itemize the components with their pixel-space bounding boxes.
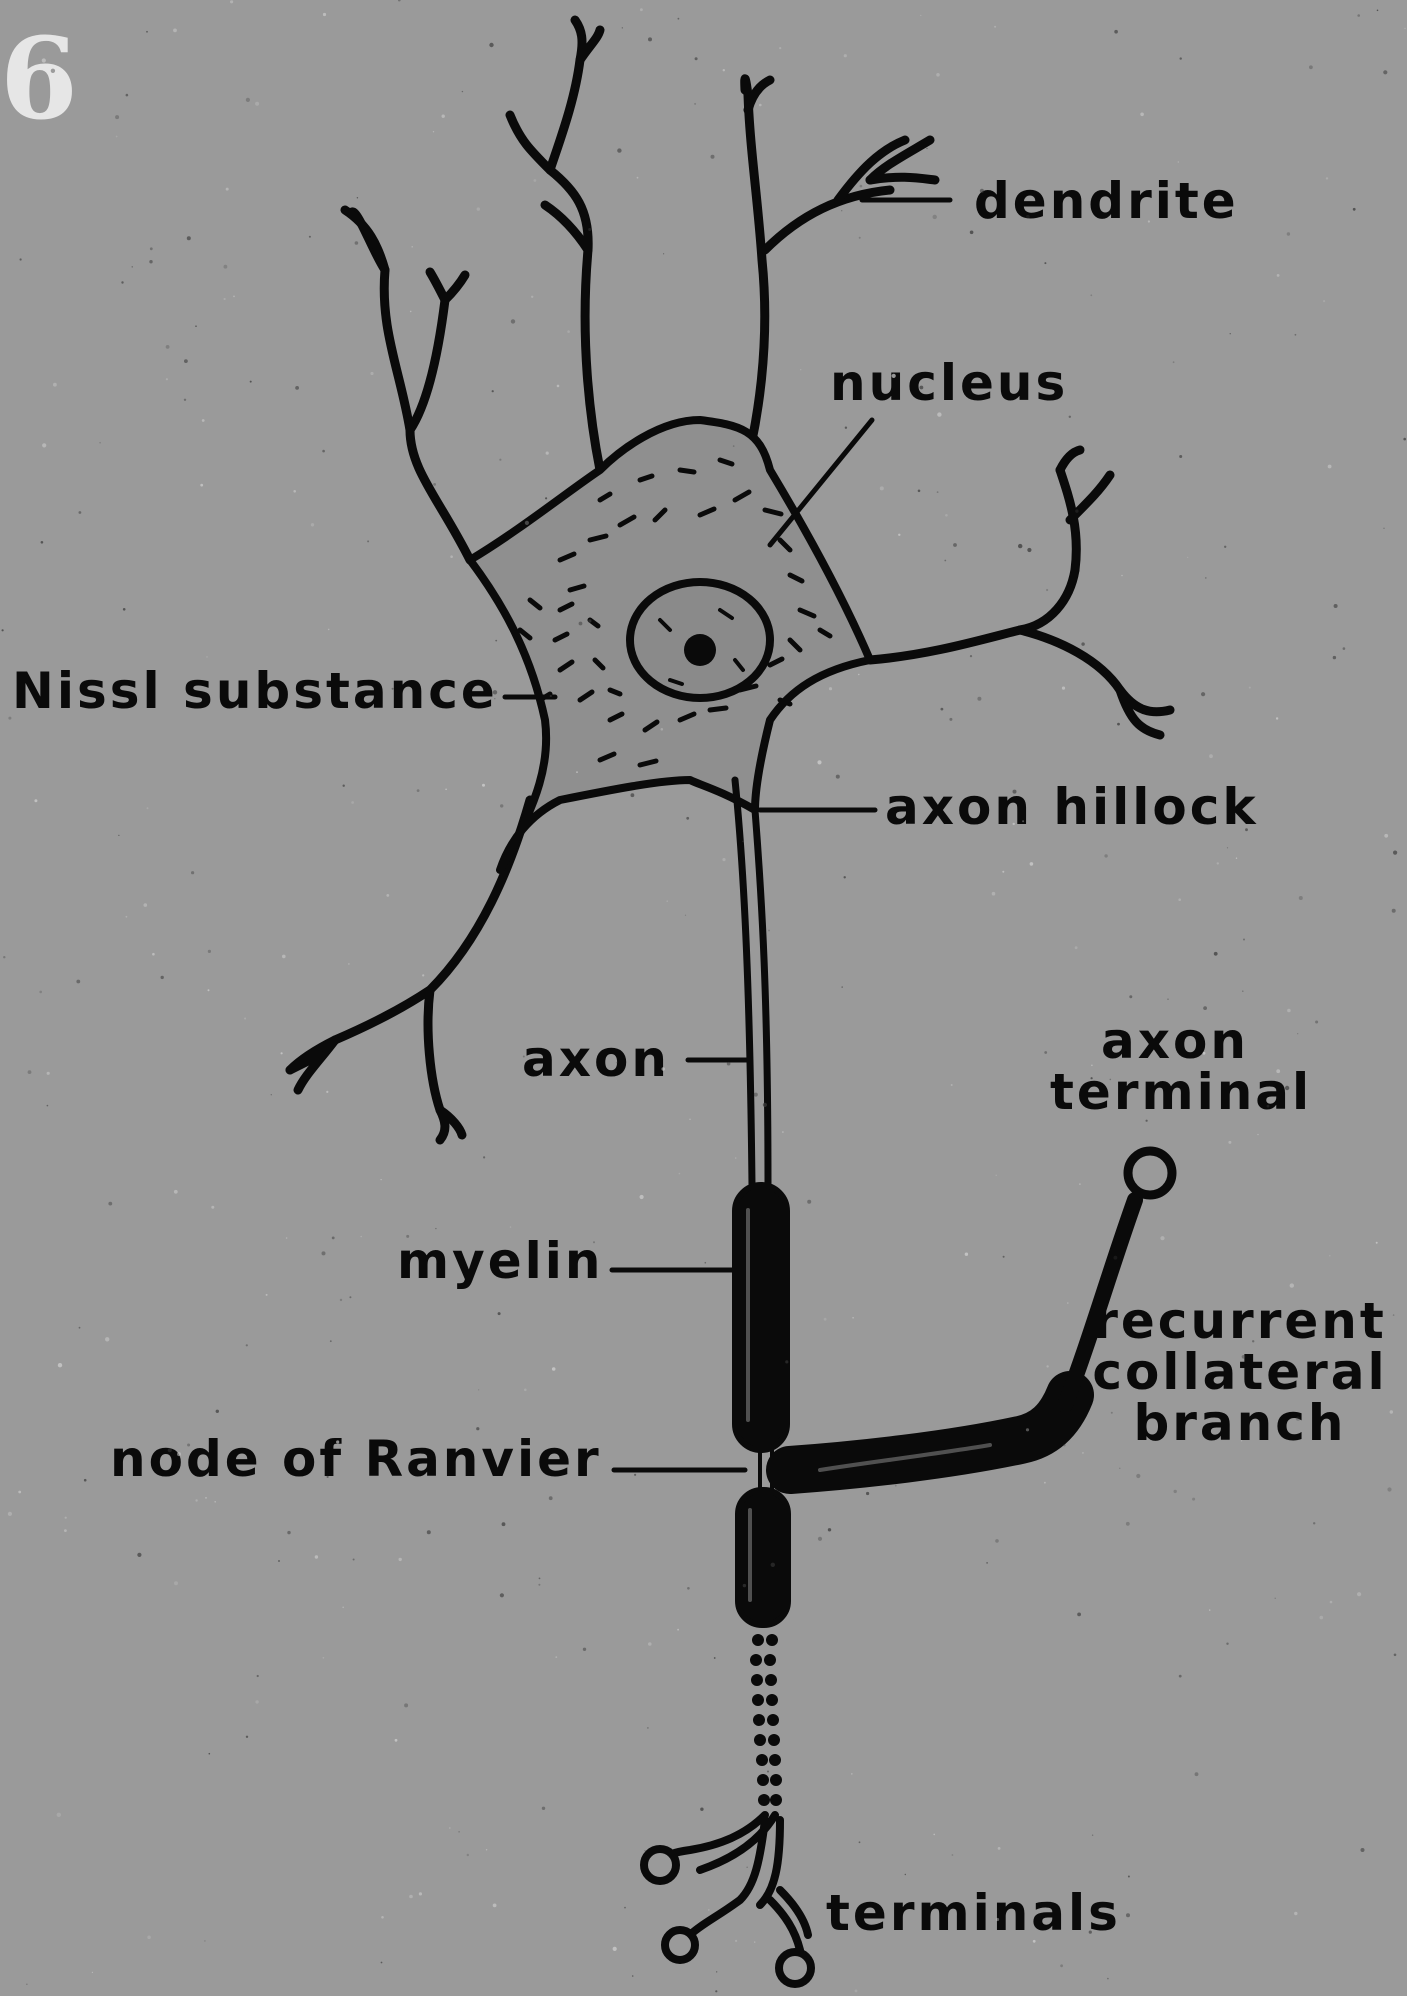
axon-line-left <box>735 780 752 1185</box>
label-dendrite: dendrite <box>974 176 1239 227</box>
label-recurrent-collateral-branch: recurrent collateral branch <box>1090 1296 1390 1449</box>
label-node-of-ranvier: node of Ranvier <box>110 1434 602 1485</box>
label-axon-terminal-line1: axon <box>1050 1016 1300 1067</box>
label-recurrent-line3: branch <box>1090 1398 1390 1449</box>
axon-line-right <box>755 810 768 1185</box>
myelin-segment-2 <box>738 1490 788 1625</box>
terminal-knob-2 <box>665 1930 695 1960</box>
label-axon-terminal-line2: terminal <box>1050 1067 1300 1118</box>
label-nucleus: nucleus <box>830 358 1068 409</box>
terminal-knob-3 <box>779 1952 811 1984</box>
dendrite-far-left <box>352 212 470 560</box>
label-recurrent-line2: collateral <box>1090 1347 1390 1398</box>
myelin-segment-1 <box>735 1185 787 1450</box>
label-nissl-substance: Nissl substance <box>12 666 498 717</box>
label-axon-hillock: axon hillock <box>885 782 1259 833</box>
label-axon: axon <box>522 1034 670 1085</box>
nucleolus <box>684 634 716 666</box>
terminal-knob-1 <box>644 1849 676 1881</box>
slide-number: 6 <box>0 14 78 145</box>
axon-dotted <box>750 1634 782 1806</box>
recurrent-collateral <box>790 1395 1070 1470</box>
axon-terminal-knob <box>1128 1151 1172 1195</box>
dendrite-right <box>870 570 1075 660</box>
label-terminals: terminals <box>826 1888 1121 1939</box>
dendrite-lower-left <box>290 800 530 1070</box>
label-axon-terminal: axon terminal <box>1050 1016 1300 1118</box>
label-myelin: myelin <box>397 1236 603 1287</box>
label-recurrent-line1: recurrent <box>1090 1296 1390 1347</box>
leader-nucleus <box>770 420 872 545</box>
